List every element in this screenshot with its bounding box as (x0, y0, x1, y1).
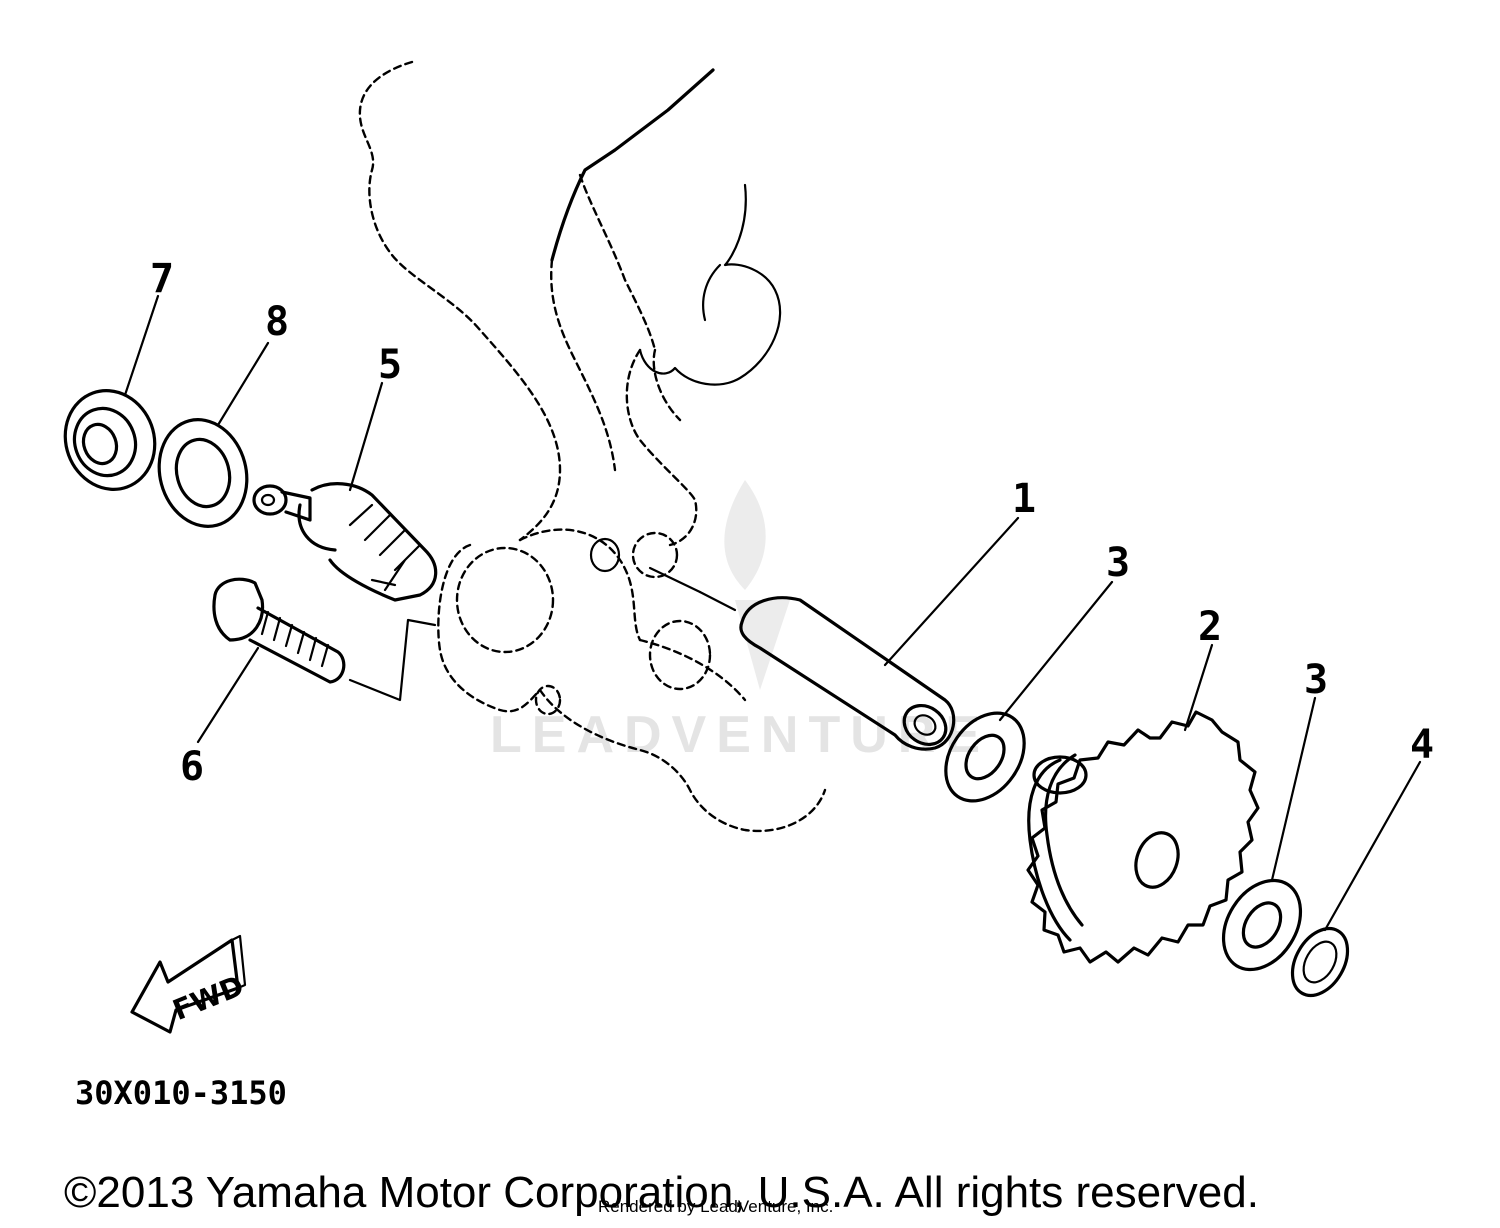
diagram-code: 30X010-3150 (75, 1074, 287, 1112)
part-1-shaft (739, 596, 956, 751)
part-5-gear-shaft (252, 482, 438, 602)
copyright-notice: ©2013 Yamaha Motor Corporation, U.S.A. A… (64, 1168, 1259, 1217)
part-2-gear (1026, 710, 1260, 964)
callout-6: 6 (180, 744, 204, 790)
fwd-arrow-icon: FWD (130, 934, 248, 1034)
crankcase-outline (358, 60, 827, 833)
part-8-oil-seal (157, 418, 249, 528)
watermark: LEADVENTURE (490, 480, 990, 764)
callouts: 7 8 5 1 3 2 3 4 6 (150, 256, 1434, 790)
bolt-insertion-line (348, 618, 437, 702)
callout-1: 1 (1012, 476, 1036, 522)
callout-2: 2 (1198, 604, 1222, 650)
part-6-bolt (212, 577, 346, 684)
callout-3-left: 3 (1106, 540, 1130, 586)
leader-lines (123, 294, 1422, 932)
rendered-by-credit: Rendered by LeadVenture, Inc. (598, 1197, 833, 1216)
part-4-circlip (1290, 926, 1350, 998)
fwd-label: FWD (168, 969, 248, 1027)
callout-7: 7 (150, 256, 174, 302)
callout-8: 8 (265, 299, 289, 345)
callout-5: 5 (378, 342, 402, 388)
part-7-bearing (63, 389, 157, 491)
part-3-washer-right (1221, 878, 1303, 972)
callout-3-right: 3 (1304, 657, 1328, 703)
callout-4: 4 (1410, 722, 1434, 768)
part-3-washer-left (944, 711, 1026, 803)
watermark-text: LEADVENTURE (490, 706, 990, 764)
